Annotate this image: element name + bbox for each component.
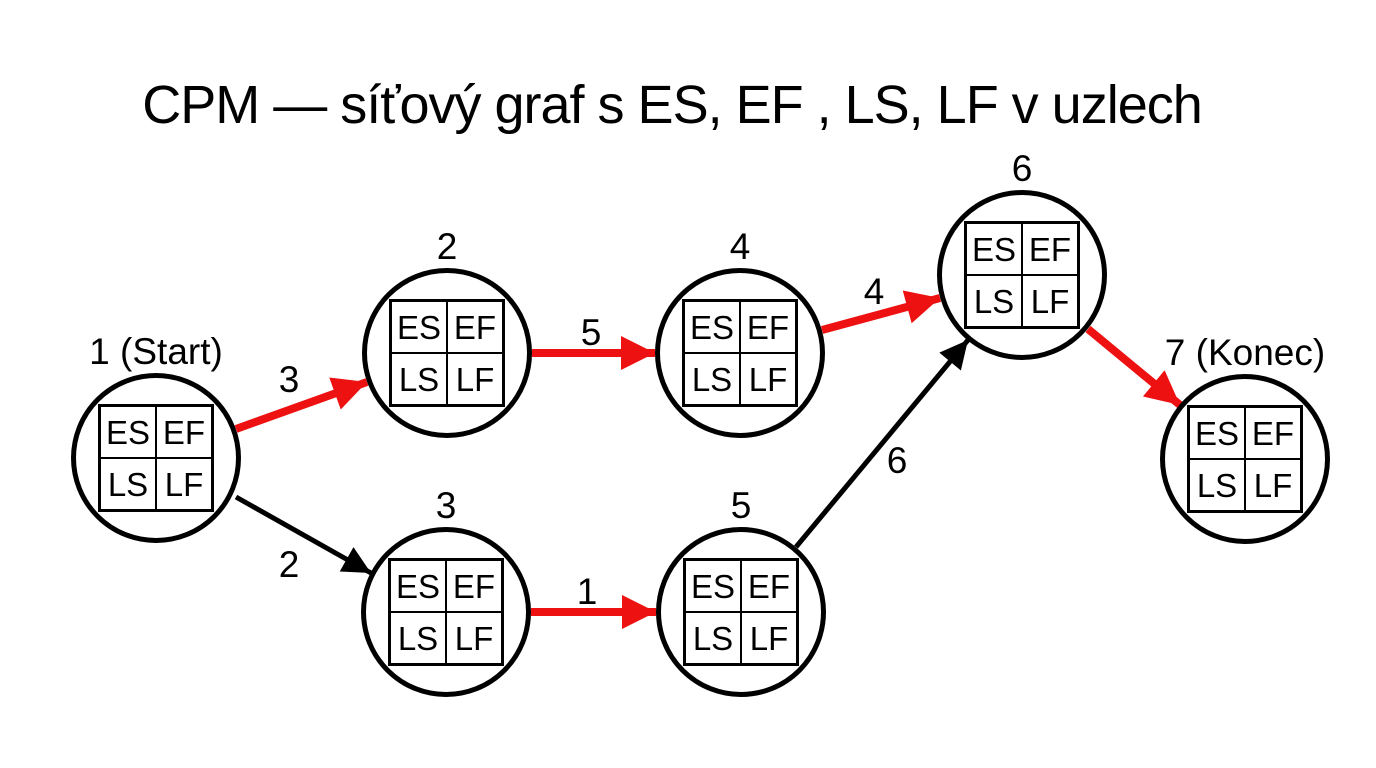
- cell-ls: LS: [685, 612, 741, 664]
- cell-lf: LF: [1245, 459, 1301, 511]
- node-7: 7 (Konec) ES EF LS LF: [1160, 334, 1330, 544]
- edge-1-2-duration: 3: [279, 359, 300, 400]
- cell-es: ES: [685, 560, 741, 612]
- edge-1-2: [234, 377, 369, 433]
- edge-6-7: [1085, 325, 1183, 409]
- cell-ls: LS: [1189, 459, 1245, 511]
- cell-es: ES: [1189, 407, 1245, 459]
- cell-ef: EF: [1245, 407, 1301, 459]
- node-1-label: 1 (Start): [89, 331, 223, 372]
- node-6-table: ES EF LS LF: [964, 221, 1080, 329]
- node-4-table: ES EF LS LF: [682, 299, 798, 407]
- cell-es: ES: [966, 223, 1022, 275]
- node-7-table: ES EF LS LF: [1187, 405, 1303, 513]
- edge-4-6-duration: 4: [864, 271, 885, 312]
- slide-title: CPM — síťový graf s ES, EF , LS, LF v uz…: [142, 75, 1203, 135]
- node-5-label: 5: [730, 485, 752, 526]
- cell-ls: LS: [684, 353, 740, 405]
- edge-4-6: [820, 290, 942, 334]
- cell-ef: EF: [1022, 223, 1078, 275]
- edge-3-5-duration: 1: [577, 571, 598, 612]
- node-6: 6 ES EF LS LF: [937, 150, 1107, 360]
- node-1-circle: ES EF LS LF: [71, 373, 241, 543]
- node-3-label: 3: [435, 485, 457, 526]
- cell-ls: LS: [391, 353, 447, 405]
- node-3: 3 ES EF LS LF: [361, 487, 531, 697]
- node-4-circle: ES EF LS LF: [655, 268, 825, 438]
- cell-lf: LF: [741, 612, 797, 664]
- node-2-label: 2: [436, 226, 458, 267]
- cell-ls: LS: [100, 458, 156, 510]
- node-2-table: ES EF LS LF: [389, 299, 505, 407]
- edge-5-6-duration: 6: [887, 440, 908, 481]
- cell-ef: EF: [740, 301, 796, 353]
- cell-es: ES: [391, 301, 447, 353]
- cell-ef: EF: [446, 560, 502, 612]
- node-6-label: 6: [1011, 148, 1033, 189]
- edge-2-4-duration: 5: [581, 312, 602, 353]
- node-2-circle: ES EF LS LF: [362, 268, 532, 438]
- cell-lf: LF: [156, 458, 212, 510]
- node-1-table: ES EF LS LF: [98, 404, 214, 512]
- edge-1-3: [234, 494, 373, 576]
- cell-es: ES: [684, 301, 740, 353]
- node-1: 1 (Start) ES EF LS LF: [71, 333, 241, 543]
- edge-5-6: [794, 338, 970, 549]
- node-5-table: ES EF LS LF: [683, 558, 799, 666]
- node-3-table: ES EF LS LF: [388, 558, 504, 666]
- node-5-circle: ES EF LS LF: [656, 527, 826, 697]
- cell-lf: LF: [1022, 275, 1078, 327]
- cell-ls: LS: [966, 275, 1022, 327]
- cell-ls: LS: [390, 612, 446, 664]
- node-4-label: 4: [729, 226, 751, 267]
- cell-es: ES: [100, 406, 156, 458]
- cell-lf: LF: [447, 353, 503, 405]
- cell-ef: EF: [741, 560, 797, 612]
- node-6-circle: ES EF LS LF: [937, 190, 1107, 360]
- node-7-circle: ES EF LS LF: [1160, 374, 1330, 544]
- node-5: 5 ES EF LS LF: [656, 487, 826, 697]
- cell-ef: EF: [447, 301, 503, 353]
- edge-1-3-duration: 2: [279, 544, 300, 585]
- node-7-label: 7 (Konec): [1164, 332, 1326, 373]
- node-2: 2 ES EF LS LF: [362, 228, 532, 438]
- cell-ef: EF: [156, 406, 212, 458]
- cell-lf: LF: [740, 353, 796, 405]
- cell-es: ES: [390, 560, 446, 612]
- node-4: 4 ES EF LS LF: [655, 228, 825, 438]
- cell-lf: LF: [446, 612, 502, 664]
- node-3-circle: ES EF LS LF: [361, 527, 531, 697]
